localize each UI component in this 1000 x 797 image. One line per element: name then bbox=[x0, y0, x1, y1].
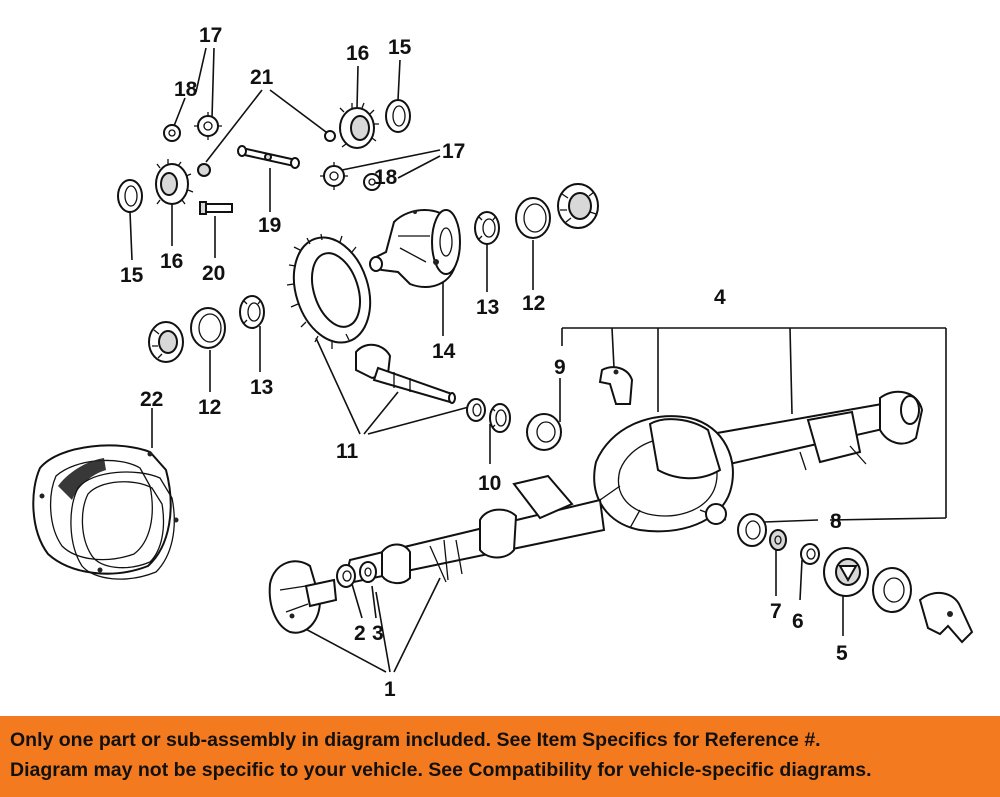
disclaimer-line-2: Diagram may not be specific to your vehi… bbox=[10, 759, 872, 781]
side-gear-icon bbox=[155, 159, 194, 205]
callout-3: 3 bbox=[372, 622, 384, 645]
callout-7: 7 bbox=[770, 600, 782, 623]
callout-22: 22 bbox=[140, 388, 163, 411]
callout-5: 5 bbox=[836, 642, 848, 665]
brake-backing-plate-icon bbox=[268, 560, 338, 634]
carrier-bearing-cup-icon bbox=[515, 197, 551, 239]
callout-12: 12 bbox=[522, 292, 545, 315]
pinion-flange-icon bbox=[823, 547, 869, 597]
ring-gear-bolt-icon bbox=[199, 201, 233, 215]
callout-20: 20 bbox=[202, 262, 225, 285]
cover-gasket-icon bbox=[39, 451, 179, 580]
leader-lines bbox=[129, 47, 947, 673]
bearing-icon bbox=[872, 567, 912, 613]
ring-gear-icon bbox=[286, 233, 372, 349]
side-gear-washer-icon bbox=[117, 179, 143, 213]
side-gear-icon bbox=[339, 102, 379, 149]
axle-seal-icon bbox=[737, 513, 767, 547]
callout-18: 18 bbox=[374, 166, 398, 189]
pinion-bearing-cone-icon bbox=[489, 403, 511, 433]
axle-housing-icon bbox=[342, 390, 924, 586]
bearing-icon bbox=[148, 321, 184, 363]
callout-9: 9 bbox=[554, 356, 566, 379]
differential-case-icon bbox=[369, 209, 461, 288]
housing-bracket-icon bbox=[598, 366, 634, 405]
callout-2: 2 bbox=[354, 622, 366, 645]
disclaimer-banner: Only one part or sub-assembly in diagram… bbox=[0, 716, 1000, 797]
callout-13: 13 bbox=[476, 296, 499, 319]
lock-pin-icon bbox=[197, 130, 336, 177]
carrier-bearing-cup-icon bbox=[190, 307, 226, 349]
callout-1: 1 bbox=[384, 678, 396, 701]
thrust-washer-icon bbox=[363, 173, 381, 191]
side-pinion-gear-icon bbox=[320, 162, 348, 190]
callout-11: 11 bbox=[336, 440, 359, 463]
callout-10: 10 bbox=[478, 472, 501, 495]
bearing-icon bbox=[557, 183, 599, 229]
carrier-bearing-cone-icon bbox=[239, 295, 265, 329]
pinion-nut-icon bbox=[769, 529, 787, 551]
callout-16: 16 bbox=[160, 250, 183, 273]
callout-4: 4 bbox=[714, 286, 726, 309]
side-gear-washer-icon bbox=[385, 99, 411, 133]
callout-17: 17 bbox=[442, 140, 465, 163]
callout-17: 17 bbox=[199, 24, 222, 47]
differential-cover-icon bbox=[32, 444, 172, 575]
callout-8: 8 bbox=[830, 510, 842, 533]
axle-bearing-seal-icon bbox=[359, 561, 377, 583]
drive-pinion-icon bbox=[355, 343, 456, 404]
disclaimer-line-1: Only one part or sub-assembly in diagram… bbox=[10, 729, 821, 751]
carrier-bearing-cone-icon bbox=[474, 211, 500, 245]
pinion-bearing-icon bbox=[466, 398, 486, 422]
callout-15: 15 bbox=[388, 36, 412, 59]
spacer-icon bbox=[800, 543, 820, 565]
callout-6: 6 bbox=[792, 610, 804, 633]
side-pinion-gear-icon bbox=[194, 112, 222, 140]
callout-18: 18 bbox=[174, 78, 198, 101]
callout-13: 13 bbox=[250, 376, 273, 399]
pinion-seal-icon bbox=[526, 413, 562, 451]
callout-15: 15 bbox=[120, 264, 144, 287]
callout-16: 16 bbox=[346, 42, 369, 65]
callout-19: 19 bbox=[258, 214, 281, 237]
rear-axle-exploded-diagram: 17 18 21 16 15 17 18 19 15 16 20 13 12 1… bbox=[32, 24, 974, 701]
thrust-washer-icon bbox=[163, 124, 181, 142]
callout-14: 14 bbox=[432, 340, 456, 363]
axle-bearing-icon bbox=[336, 564, 356, 588]
companion-yoke-icon bbox=[918, 591, 974, 644]
callout-21: 21 bbox=[250, 66, 274, 89]
callout-12: 12 bbox=[198, 396, 221, 419]
pinion-shaft-icon bbox=[237, 145, 300, 169]
callout-numbers: 17 18 21 16 15 17 18 19 15 16 20 13 12 1… bbox=[120, 24, 848, 701]
